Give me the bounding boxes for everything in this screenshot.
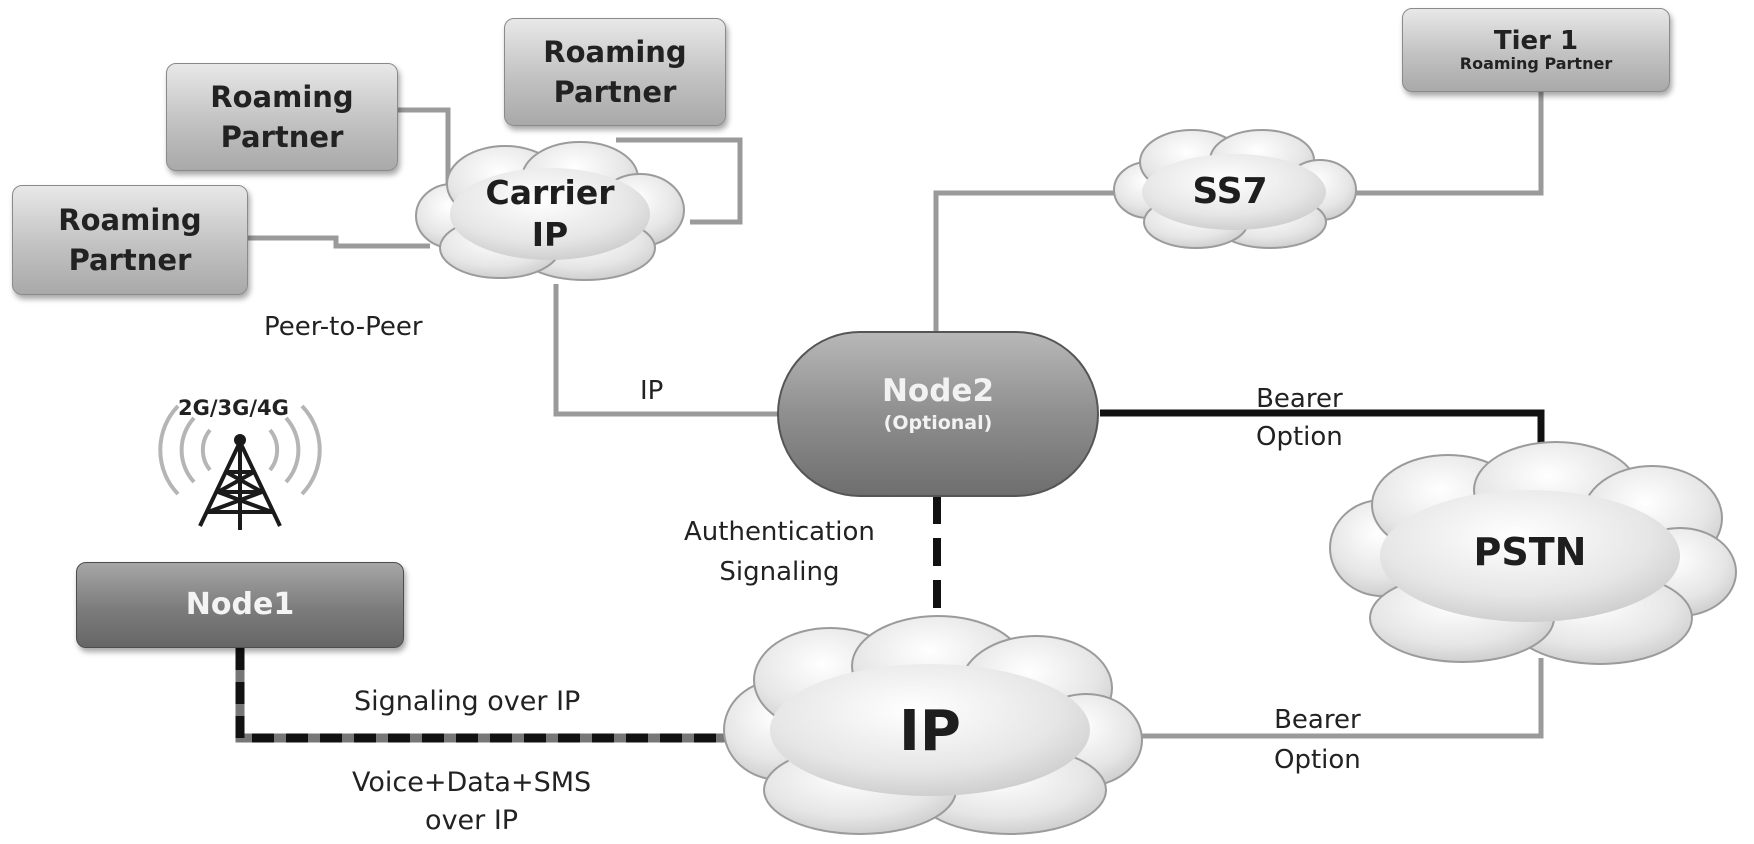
radio-tower-icon — [158, 404, 322, 496]
radio-generations-label: 2G/3G/4G — [178, 396, 289, 420]
tier1-roaming-partner-box: Tier 1 Roaming Partner — [1402, 8, 1670, 92]
peer-to-peer-label: Peer-to-Peer — [264, 312, 423, 342]
node2-oval — [777, 331, 1099, 497]
voice-data-sms-label: Voice+Data+SMS over IP — [352, 767, 592, 836]
node1-box: Node1 — [76, 562, 404, 648]
link-node1-ip-dashed — [235, 648, 736, 743]
node2-subtitle: (Optional) — [883, 412, 993, 434]
link-rp3-carrier — [247, 235, 430, 249]
link-rp2-carrier — [616, 137, 743, 225]
authentication-signaling-label: Authentication Signaling — [684, 517, 875, 587]
node2-label: Node2 (Optional) — [778, 372, 1098, 436]
ip-link-label: IP — [640, 376, 664, 406]
signaling-over-ip-label: Signaling over IP — [354, 686, 581, 717]
roaming-partner-box-3: Roaming Partner — [12, 185, 248, 295]
ss7-label: SS7 — [1192, 171, 1268, 212]
roaming-partner-box-1: Roaming Partner — [166, 63, 398, 171]
link-rp1-carrier — [397, 107, 451, 192]
ss7-cloud — [1113, 129, 1357, 249]
carrier-ip-cloud — [415, 141, 685, 281]
ip-cloud — [723, 615, 1143, 835]
node2-title: Node2 — [881, 373, 995, 409]
link-ip-pstn — [1140, 658, 1544, 739]
ip-cloud-label: IP — [899, 699, 961, 764]
roaming-partner-box-2: Roaming Partner — [504, 18, 726, 126]
tower-structure — [198, 441, 282, 530]
pstn-label: PSTN — [1473, 530, 1587, 574]
bearer-option-bottom-label: Bearer Option — [1274, 705, 1361, 775]
link-carrier-node2 — [553, 284, 780, 417]
bearer-option-top-label: Bearer Option — [1256, 384, 1343, 452]
pstn-cloud — [1329, 441, 1737, 665]
carrier-ip-label: Carrier IP — [485, 173, 615, 254]
link-ss7-tier1 — [1340, 92, 1544, 196]
link-node2-ss7 — [933, 190, 1128, 332]
